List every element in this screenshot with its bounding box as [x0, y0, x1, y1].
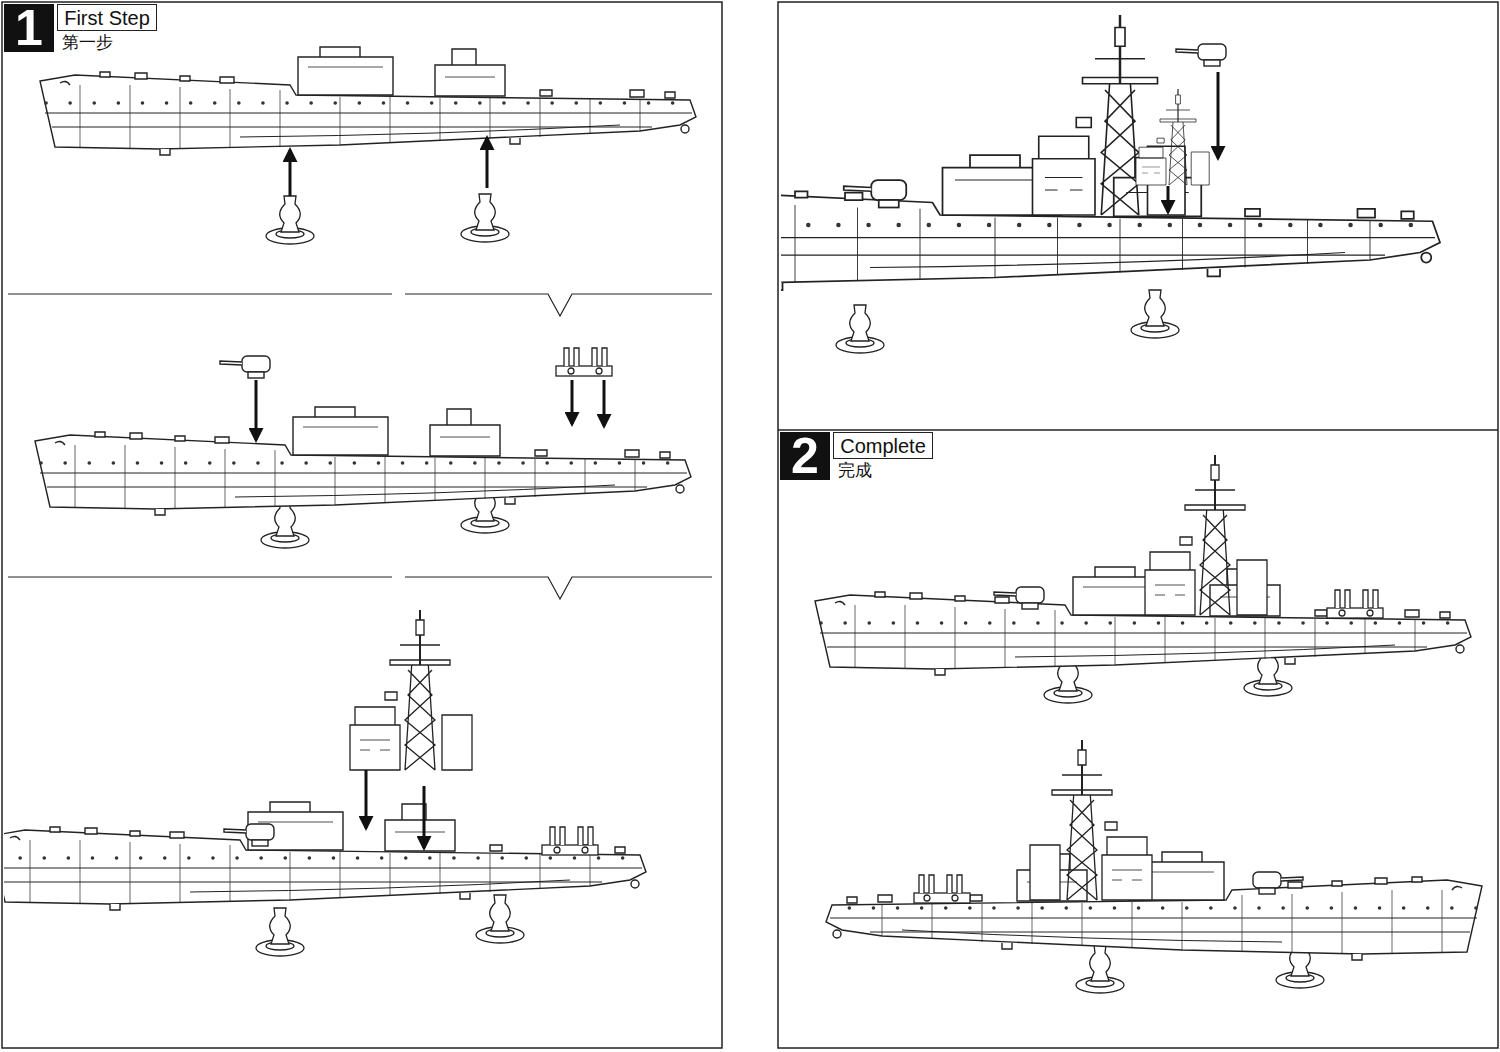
- complete-ships: [815, 455, 1482, 993]
- step-one-drawings: [4, 47, 696, 956]
- step-text: First Step: [64, 8, 150, 28]
- step-text: 2: [791, 431, 819, 481]
- step-separator: [8, 294, 712, 599]
- step-number: 2: [780, 432, 830, 480]
- step-title: Complete: [833, 432, 933, 459]
- chinese-heading: 完成: [838, 461, 872, 480]
- step-text: Complete: [840, 436, 926, 456]
- chinese-heading: 第一步: [62, 33, 113, 52]
- step-text: 1: [15, 3, 43, 53]
- step-number: 1: [4, 4, 54, 52]
- step-title: First Step: [57, 4, 157, 31]
- step-one-detail: [781, 15, 1440, 353]
